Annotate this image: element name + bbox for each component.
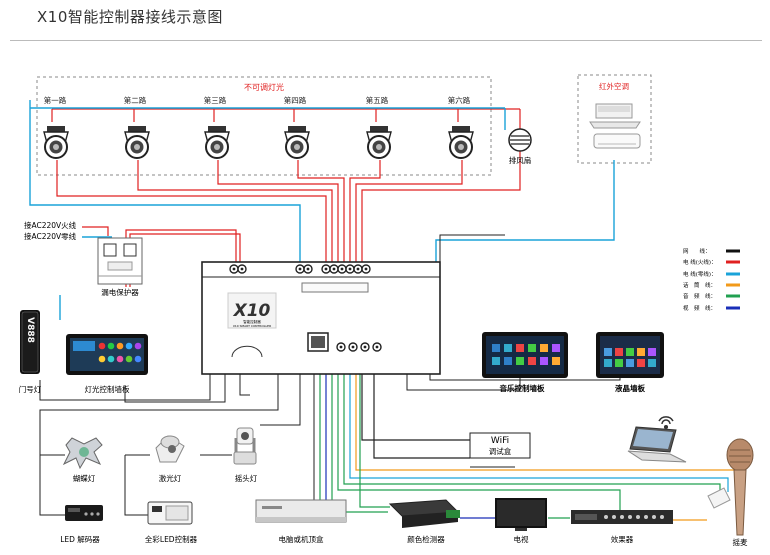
door-label: 门号灯 (19, 384, 42, 394)
controller-sub1: 智能控制器 (243, 319, 261, 324)
music-panel-icon (482, 332, 568, 378)
tv-label: 电视 (514, 534, 529, 544)
spotlight-icon-5 (366, 125, 392, 159)
live-in-label: 接AC220V火线 (24, 220, 77, 230)
laser-label: 激光灯 (159, 473, 182, 483)
effector-icon (571, 510, 673, 524)
butterfly-light-icon (62, 437, 103, 470)
light-panel-label: 灯光控制墙板 (85, 384, 130, 394)
legend-text-3: 话 筒 线： (683, 281, 716, 289)
settop-box-icon (255, 499, 347, 523)
page-title: X10智能控制器接线示意图 (37, 8, 223, 26)
breaker-icon (97, 237, 143, 285)
moving-head-icon (233, 427, 257, 465)
breaker-label: 漏电保护器 (101, 287, 139, 297)
spotlight-icon-6 (448, 125, 474, 159)
spotlight-icon-1 (43, 125, 69, 159)
controller-sub2: X10 SMART CONTROLLER (233, 324, 271, 328)
spotlight-icon-4 (284, 125, 310, 159)
color-detector-label: 颜色检测器 (407, 534, 445, 544)
legend-text-2: 电 线(零线)： (683, 270, 717, 278)
laser-light-icon (155, 435, 185, 463)
settop-label: 电脑或机顶盒 (279, 534, 324, 544)
circuit-label-3: 第三路 (204, 95, 227, 105)
led-decoder-icon (65, 505, 103, 521)
music-panel-label: 音乐控制墙板 (500, 383, 545, 393)
legend-text-0: 网 线： (683, 247, 711, 255)
tv-icon (495, 498, 547, 531)
title-divider (10, 40, 762, 41)
ac-zone-box (577, 74, 652, 164)
zone-label: 不可调灯光 (244, 82, 284, 92)
network-wires (39, 234, 621, 516)
wifi-icon (658, 416, 674, 430)
effector-label: 效果器 (611, 534, 634, 544)
legend-text-4: 音 频 线： (683, 292, 716, 300)
door-lamp-icon: V888 (20, 310, 40, 374)
color-detector-icon (388, 499, 460, 528)
live-wires (51, 108, 521, 287)
wifi-sub-label: 调试盒 (489, 446, 512, 456)
butterfly-label: 蝴蝶灯 (73, 473, 96, 483)
led-controller-icon (147, 501, 193, 525)
legend: 网 线： 电 线(火线)： 电 线(零线)： 话 筒 线： 音 频 线： 视 频… (683, 247, 740, 312)
wifi-box: WiFi 调试盒 (469, 432, 531, 459)
air-conditioner-icon (589, 103, 641, 149)
wifi-label: WiFi (491, 436, 509, 446)
neutral-in-label: 接AC220V零线 (24, 231, 77, 241)
receiver-icon (707, 487, 731, 509)
spotlight-icon-2 (124, 125, 150, 159)
legend-text-1: 电 线(火线)： (683, 258, 717, 266)
led-controller-label: 全彩LED控制器 (145, 534, 198, 544)
spotlight-icon-3 (204, 125, 230, 159)
x10-controller: X10 智能控制器 X10 SMART CONTROLLER (201, 261, 441, 375)
circuit-label-1: 第一路 (44, 95, 67, 105)
moving-head-label: 摇头灯 (235, 473, 258, 483)
light-panel-icon (66, 334, 148, 375)
mic-label: 摇麦 (733, 537, 748, 547)
fan-label: 排风扇 (509, 155, 532, 165)
circuit-label-5: 第五路 (366, 95, 389, 105)
controller-name: X10 (233, 301, 271, 321)
laptop-icon (627, 426, 687, 463)
door-sign-text: V888 (25, 317, 35, 343)
led-decoder-label: LED 解码器 (60, 534, 100, 544)
circuit-label-2: 第二路 (124, 95, 147, 105)
circuit-label-6: 第六路 (448, 95, 471, 105)
neutral-wires (29, 100, 615, 320)
microphone-icon (726, 438, 754, 536)
legend-text-5: 视 频 线： (683, 304, 716, 312)
ac-label: 红外空调 (599, 81, 629, 91)
circuit-label-4: 第四路 (284, 95, 307, 105)
lcd-panel-label: 液晶墙板 (615, 383, 645, 393)
exhaust-fan-icon (508, 128, 532, 152)
lcd-panel-icon (596, 332, 664, 378)
